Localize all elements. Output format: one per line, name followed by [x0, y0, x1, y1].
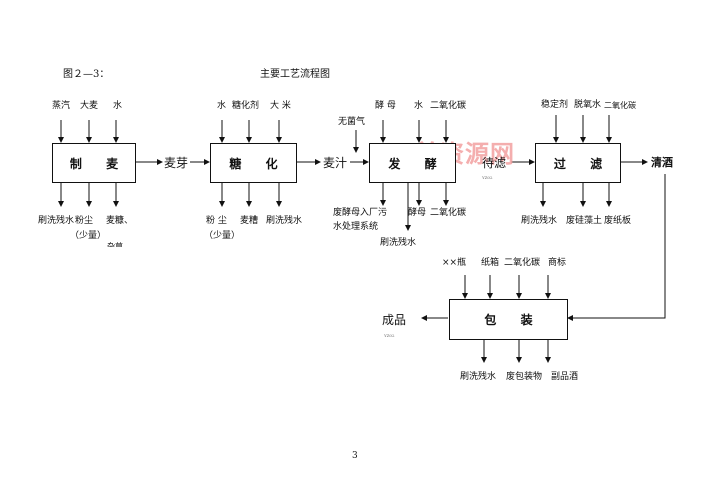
box-fermentation: 发 酵 [369, 143, 456, 183]
label-to-filter: 待滤 [482, 156, 507, 170]
output-cardboard: 废纸板 [604, 216, 632, 226]
input-trademark-label: 商标 [548, 258, 567, 268]
label-finished-product: 成品 [382, 313, 407, 327]
output-sacch-grains: 麦糟 [240, 216, 259, 226]
output-malting-note: （少量） [70, 231, 107, 241]
input-water-2: 水 [217, 101, 227, 111]
box-malting: 制 麦 [52, 143, 136, 183]
input-barley: 大麦 [80, 101, 99, 111]
input-co2-2: 二氧化碳 [604, 101, 636, 110]
input-yeast: 酵 母 [375, 101, 396, 111]
input-stabilizer: 稳定剂 [541, 100, 569, 110]
connector-clear-beer-to-packaging [567, 174, 666, 321]
output-waste-yeast-2: 水处理系统 [333, 222, 379, 232]
output-waste-yeast: 废酵母入厂污 [333, 208, 388, 218]
box-saccharification: 糖 化 [210, 143, 297, 183]
box-fermentation-label: 发 酵 [388, 156, 447, 171]
output-malting-dust: 粉尘 [75, 216, 94, 226]
input-steam: 蒸汽 [52, 101, 71, 111]
input-bottle: ××瓶 [442, 258, 467, 268]
output-ferm-rinse: 刷洗残水 [380, 238, 417, 248]
output-sacch-dust: 粉 尘 [206, 216, 227, 226]
label-malt: 麦芽 [164, 156, 189, 170]
box-filtration-label: 过 滤 [553, 156, 613, 171]
input-deoxy-water: 脱氧水 [574, 100, 602, 110]
input-saccharifying-agent: 糖化剂 [232, 101, 260, 111]
note-product: YZ02 [384, 333, 395, 338]
output-sacch-rinse: 刷洗残水 [266, 216, 303, 226]
box-packaging-label: 包 装 [484, 313, 543, 327]
box-filtration: 过 滤 [535, 143, 621, 183]
output-waste-packaging: 废包装物 [506, 372, 543, 382]
input-carton: 纸箱 [481, 258, 500, 268]
input-co2-3: 二氧化碳 [504, 258, 541, 268]
output-byproduct-beer: 副品酒 [551, 372, 579, 382]
label-wort: 麦汁 [323, 156, 348, 170]
output-malting-rinse: 刷洗残水 [38, 216, 75, 226]
label-clear-beer: 清酒 [651, 156, 673, 169]
box-malting-label: 制 麦 [69, 156, 129, 171]
output-pack-rinse: 刷洗残水 [460, 372, 497, 382]
output-yeast: 酵母 [408, 208, 427, 218]
input-co2-1: 二氧化碳 [430, 101, 467, 111]
input-water-1: 水 [113, 101, 123, 111]
output-filter-rinse: 刷洗残水 [521, 216, 558, 226]
input-water-3: 水 [414, 101, 424, 111]
output-sacch-note: （少量） [204, 231, 241, 241]
note-to-filter: YZ02 [482, 175, 493, 180]
output-malting-husk: 麦糠、 [106, 216, 134, 226]
output-malting-note-cut: 杂草 [107, 242, 123, 247]
figure-label: 图２—3： [63, 69, 110, 80]
output-co2: 二氧化碳 [430, 208, 467, 218]
box-packaging: 包 装 [449, 299, 568, 340]
output-diatomite: 废硅藻土 [566, 216, 603, 226]
input-rice: 大 米 [270, 101, 291, 111]
page-title: 主要工艺流程图 [260, 69, 330, 80]
box-saccharification-label: 糖 化 [229, 156, 288, 171]
page-number: 3 [352, 451, 358, 461]
input-sterile-air: 无菌气 [338, 117, 366, 127]
